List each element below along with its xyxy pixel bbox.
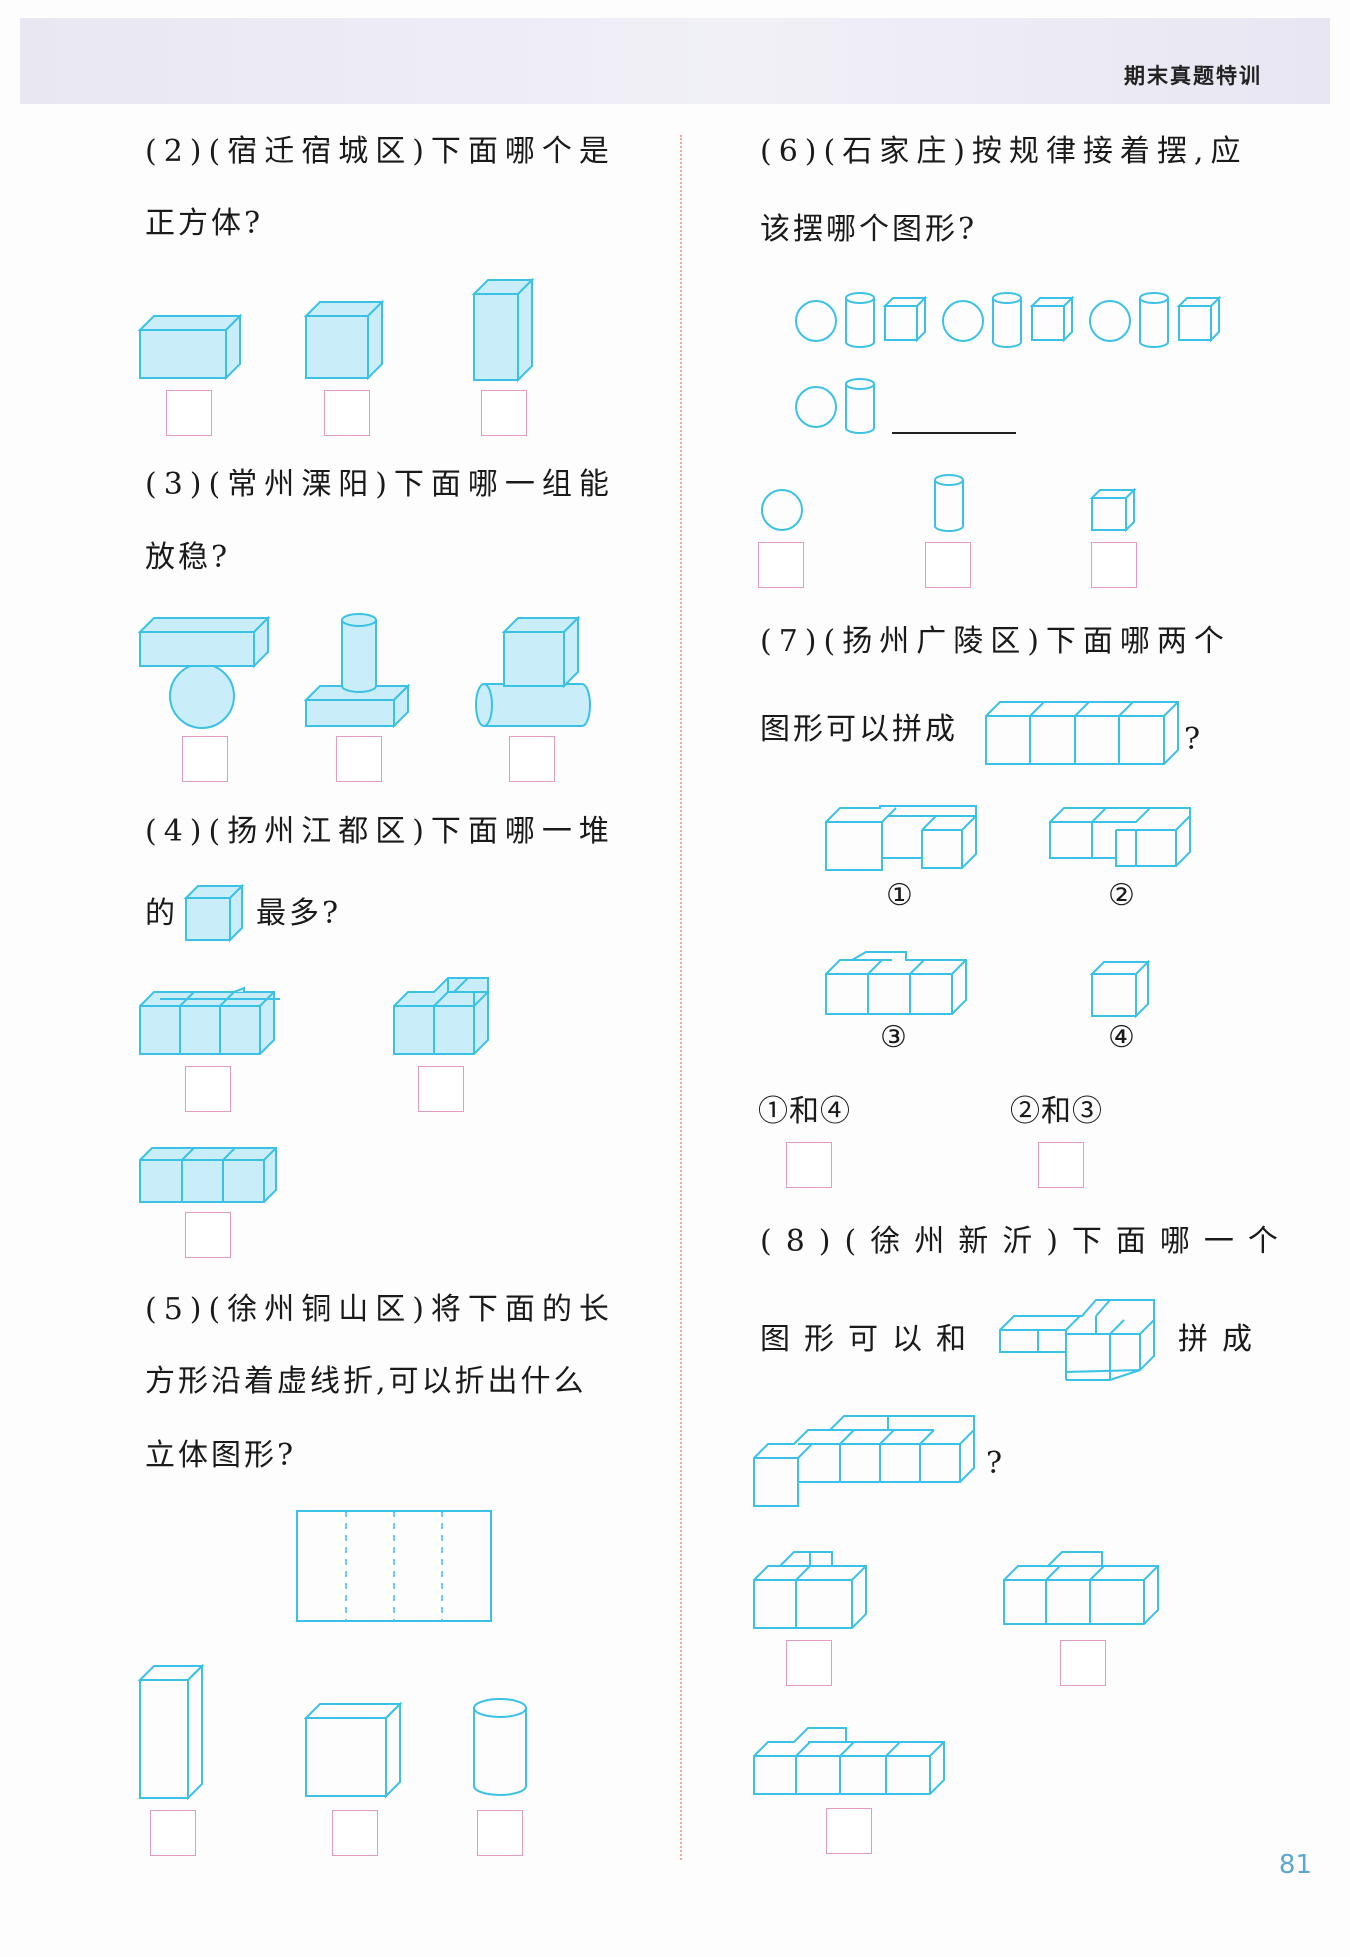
q6-answer-box-2[interactable] <box>925 542 971 588</box>
q2-answer-box-3[interactable] <box>481 390 527 436</box>
q6-line2: 该摆哪个图形? <box>760 212 978 247</box>
q4-line2-end: 最多? <box>256 896 342 931</box>
q8-option-2 <box>1004 1546 1160 1630</box>
q5-cube <box>306 1704 402 1798</box>
q7-figure-4 <box>1092 962 1150 1018</box>
q8-answer-box-3[interactable] <box>826 1808 872 1854</box>
q4-stack-1 <box>140 992 280 1056</box>
q2-answer-box-1[interactable] <box>166 390 212 436</box>
q7-option-2: ②和③ <box>1010 1094 1103 1129</box>
q4-line1: (4)(扬州江都区)下面哪一堆 <box>145 814 616 849</box>
q7-target-shape <box>986 702 1180 766</box>
q5-answer-box-3[interactable] <box>477 1810 523 1856</box>
q4-answer-box-3[interactable] <box>185 1212 231 1258</box>
q2-line1: (2)(宿迁宿城区)下面哪个是 <box>145 134 616 169</box>
q3-line1: (3)(常州溧阳)下面哪一组能 <box>145 467 616 502</box>
q5-folding-rectangle <box>296 1510 492 1622</box>
q7-figure-2 <box>1050 806 1194 872</box>
q4-cube-icon <box>186 886 244 942</box>
q7-answer-box-1[interactable] <box>786 1142 832 1188</box>
q8-line1: (8)(徐州新沂)下面哪一个 <box>760 1224 1292 1259</box>
q5-answer-box-1[interactable] <box>150 1810 196 1856</box>
q6-pattern-row-1 <box>795 290 1225 350</box>
q2-cuboid-flat <box>140 316 246 380</box>
q7-label-1: ① <box>886 878 913 913</box>
q5-answer-box-2[interactable] <box>332 1810 378 1856</box>
q3-cuboid-on-sphere <box>140 618 272 730</box>
q5-line3: 立体图形? <box>145 1438 297 1473</box>
q3-answer-box-3[interactable] <box>509 736 555 782</box>
q5-line2: 方形沿着虚线折,可以折出什么 <box>145 1364 587 1399</box>
q6-answer-box-1[interactable] <box>758 542 804 588</box>
q2-cube <box>306 302 388 382</box>
q3-cube-on-cylinder <box>474 618 594 728</box>
q8-line3: ? <box>986 1446 1006 1481</box>
q7-label-3: ③ <box>880 1020 907 1055</box>
q8-option-3 <box>754 1716 946 1800</box>
q7-line2-end: ? <box>1184 722 1204 757</box>
q8-answer-box-1[interactable] <box>786 1640 832 1686</box>
q8-given-shape <box>1000 1300 1156 1382</box>
q6-line1: (6)(石家庄)按规律接着摆,应 <box>760 134 1248 169</box>
q6-option-sphere <box>760 488 804 532</box>
q5-line1: (5)(徐州铜山区)将下面的长 <box>145 1292 616 1327</box>
q7-answer-box-2[interactable] <box>1038 1142 1084 1188</box>
header-band <box>20 18 1330 104</box>
q7-figure-3 <box>826 952 968 1016</box>
q8-option-1 <box>754 1546 868 1632</box>
q6-pattern-row-2 <box>795 376 885 436</box>
q3-cylinder-on-cuboid <box>306 612 412 728</box>
q6-option-cylinder <box>933 474 965 534</box>
page-number: 81 <box>1278 1850 1312 1880</box>
q2-cuboid-tall <box>474 280 536 382</box>
column-divider <box>680 135 682 1860</box>
q6-answer-box-3[interactable] <box>1091 542 1137 588</box>
q3-answer-box-2[interactable] <box>336 736 382 782</box>
q4-stack-2 <box>394 978 494 1056</box>
q7-label-4: ④ <box>1108 1020 1135 1055</box>
q4-line2-start: 的 <box>145 896 178 931</box>
q8-line2-end: 拼成 <box>1178 1322 1266 1357</box>
q8-answer-box-2[interactable] <box>1060 1640 1106 1686</box>
q7-line1: (7)(扬州广陵区)下面哪两个 <box>760 624 1231 659</box>
q2-answer-box-2[interactable] <box>324 390 370 436</box>
q4-stack-3 <box>140 1148 280 1204</box>
q7-figure-1 <box>826 806 980 872</box>
q7-line2-start: 图形可以拼成 <box>760 712 958 747</box>
q8-line2-start: 图形可以和 <box>760 1322 980 1357</box>
header-title: 期末真题特训 <box>1124 64 1262 88</box>
q6-answer-blank[interactable] <box>892 432 1016 434</box>
q3-answer-box-1[interactable] <box>182 736 228 782</box>
q4-answer-box-1[interactable] <box>185 1066 231 1112</box>
q7-label-2: ② <box>1108 878 1135 913</box>
q4-answer-box-2[interactable] <box>418 1066 464 1112</box>
q8-target-shape <box>754 1416 978 1508</box>
q5-tall-cuboid <box>140 1666 204 1800</box>
q7-option-1: ①和④ <box>758 1094 851 1129</box>
q3-line2: 放稳? <box>145 540 231 575</box>
q5-cylinder <box>472 1698 528 1798</box>
q2-line2: 正方体? <box>145 206 264 241</box>
q6-option-cube <box>1092 490 1136 532</box>
